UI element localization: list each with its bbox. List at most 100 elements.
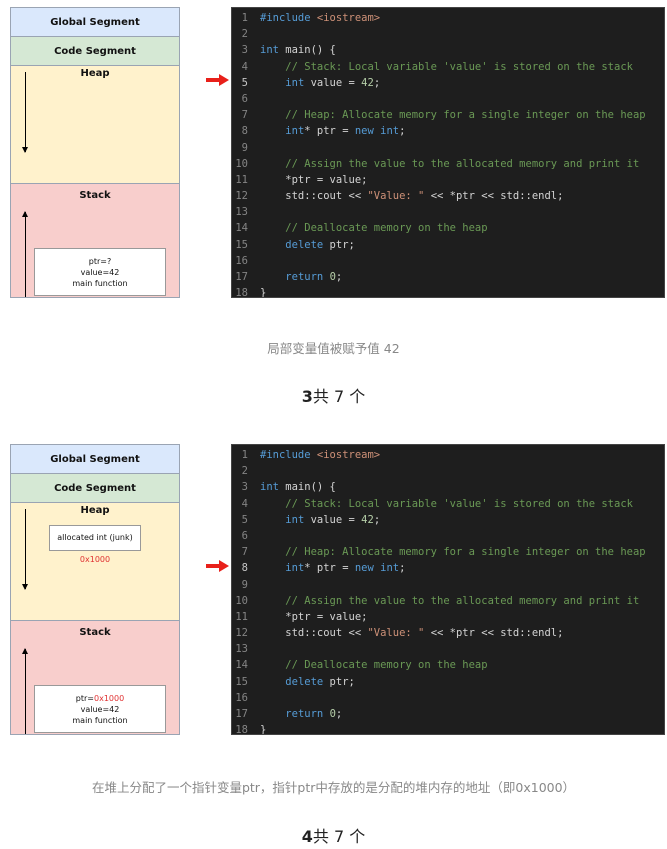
code-line: 14 // Deallocate memory on the heap xyxy=(232,220,664,236)
code-token: ; xyxy=(373,76,381,89)
code-token: new xyxy=(354,125,374,138)
code-line: 7 // Heap: Allocate memory for a single … xyxy=(232,544,664,560)
code-line: 15 delete ptr; xyxy=(232,237,664,253)
memory-diagram: Global Segment Code Segment Heap Stack p… xyxy=(10,7,180,298)
stack-growth-arrow xyxy=(22,211,28,297)
code-token: // Deallocate memory on the heap xyxy=(260,659,488,672)
code-line: 11 *ptr = value; xyxy=(232,609,664,625)
line-number: 13 xyxy=(235,643,248,656)
code-token: "Value: " xyxy=(367,190,425,203)
heap-allocated-label: allocated int (junk) xyxy=(57,533,133,542)
code-token: return xyxy=(285,271,324,283)
code-token: value = xyxy=(304,76,362,89)
code-token xyxy=(260,708,285,720)
heap-label: Heap xyxy=(80,68,110,79)
code-token: 42 xyxy=(361,513,374,526)
line-number: 9 xyxy=(241,141,248,154)
global-segment-label: Global Segment xyxy=(50,17,140,28)
code-token: ; xyxy=(335,271,343,283)
current-line-arrow-icon xyxy=(206,74,230,86)
line-number: 18 xyxy=(235,724,248,735)
code-line: 4 // Stack: Local variable 'value' is st… xyxy=(232,59,664,75)
heap-segment: Heap allocated int (junk) 0x1000 xyxy=(11,503,179,621)
code-token: *ptr = value; xyxy=(260,610,368,623)
stack-frame-function: main function xyxy=(72,716,128,725)
slide-number: 3 xyxy=(301,387,313,406)
code-line: 14 // Deallocate memory on the heap xyxy=(232,657,664,673)
line-number: 14 xyxy=(235,659,248,672)
code-token: } xyxy=(260,724,267,735)
line-number: 16 xyxy=(235,254,248,267)
code-line: 1#include <iostream> xyxy=(232,447,664,463)
code-token: value = xyxy=(304,513,362,526)
code-token: ; xyxy=(399,125,406,138)
code-line: 4 // Stack: Local variable 'value' is st… xyxy=(232,496,664,512)
line-number: 10 xyxy=(235,157,248,170)
heap-growth-arrow xyxy=(22,72,28,153)
code-segment: Code Segment xyxy=(11,474,179,503)
code-segment-label: Code Segment xyxy=(54,483,136,494)
stack-label: Stack xyxy=(79,627,111,638)
line-number: 11 xyxy=(235,610,248,623)
code-line: 16 xyxy=(232,253,664,269)
code-line: 5 int value = 42; xyxy=(232,512,664,528)
code-line: 6 xyxy=(232,528,664,544)
line-number: 12 xyxy=(235,627,248,640)
line-number: 5 xyxy=(241,513,248,526)
global-segment: Global Segment xyxy=(11,8,179,37)
code-token: 42 xyxy=(361,76,374,89)
line-number: 2 xyxy=(241,465,248,478)
code-token: int xyxy=(380,562,400,575)
line-number: 6 xyxy=(241,92,248,105)
line-number: 18 xyxy=(235,287,248,298)
slide-3: Global Segment Code Segment Heap Stack p… xyxy=(0,0,667,420)
code-token: ptr; xyxy=(323,675,355,688)
code-line: 9 xyxy=(232,140,664,156)
stack-frame: ptr=? value=42 main function xyxy=(34,248,166,296)
code-line: 10 // Assign the value to the allocated … xyxy=(232,156,664,172)
code-token: <iostream> xyxy=(316,12,381,24)
code-line: 6 xyxy=(232,91,664,107)
line-number: 15 xyxy=(235,675,248,688)
code-line: 8 int* ptr = new int; xyxy=(232,123,664,139)
line-number: 1 xyxy=(241,12,248,24)
code-token: "Value: " xyxy=(367,627,425,640)
code-line: 17 return 0; xyxy=(232,706,664,722)
code-token: ; xyxy=(399,562,406,575)
line-number: 8 xyxy=(241,562,248,575)
current-line-arrow-icon xyxy=(206,560,230,572)
code-token: int xyxy=(260,481,279,494)
code-token: main() { xyxy=(278,481,336,494)
code-token: ptr; xyxy=(323,238,355,251)
stack-frame: ptr=0x1000 value=42 main function xyxy=(34,685,166,733)
code-line: 1#include <iostream> xyxy=(232,10,664,26)
global-segment-label: Global Segment xyxy=(50,454,140,465)
stack-frame-ptr: ptr=0x1000 xyxy=(35,693,165,704)
code-line: 17 return 0; xyxy=(232,269,664,285)
code-token: main() { xyxy=(278,44,336,57)
stack-frame-value: value=42 xyxy=(80,268,120,277)
line-number: 14 xyxy=(235,222,248,235)
code-line: 15 delete ptr; xyxy=(232,674,664,690)
code-token: return xyxy=(285,708,324,720)
heap-segment: Heap xyxy=(11,66,179,184)
code-token xyxy=(260,271,285,283)
code-token: * ptr = xyxy=(304,125,355,138)
code-segment-label: Code Segment xyxy=(54,46,136,57)
stack-growth-arrow xyxy=(22,648,28,734)
code-line: 2 xyxy=(232,463,664,479)
line-number: 12 xyxy=(235,190,248,203)
code-token: ; xyxy=(373,513,381,526)
code-token: int xyxy=(285,125,305,138)
code-token: std::cout << xyxy=(260,627,368,640)
slide-4: Global Segment Code Segment Heap allocat… xyxy=(0,437,667,849)
code-line: 7 // Heap: Allocate memory for a single … xyxy=(232,107,664,123)
code-token xyxy=(260,676,285,688)
ptr-label: ptr= xyxy=(88,257,107,266)
code-line: 5 int value = 42; xyxy=(232,75,664,91)
line-number: 4 xyxy=(241,497,248,510)
code-token xyxy=(260,77,285,89)
memory-diagram: Global Segment Code Segment Heap allocat… xyxy=(10,444,180,735)
